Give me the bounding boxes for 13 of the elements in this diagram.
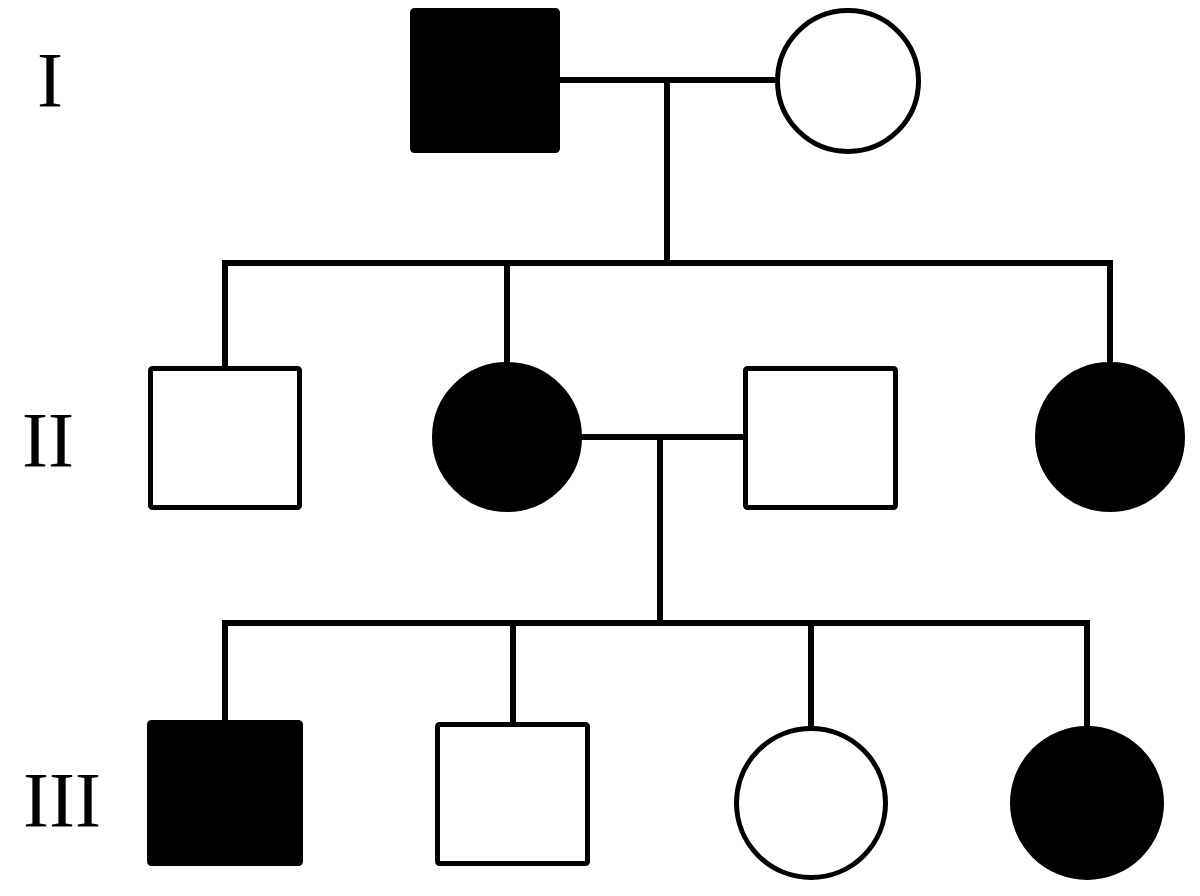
generation-label: III [23, 761, 101, 839]
generation-label: I [37, 41, 63, 119]
affected-male-symbol [410, 8, 560, 153]
affected-female-symbol [1010, 726, 1164, 880]
affected-female-symbol [432, 362, 582, 512]
unaffected-female-symbol [734, 726, 888, 880]
unaffected-female-symbol [775, 8, 921, 154]
unaffected-male-symbol [148, 366, 302, 510]
unaffected-male-symbol [435, 722, 590, 866]
unaffected-male-symbol [743, 366, 898, 510]
affected-male-symbol [147, 720, 303, 866]
affected-female-symbol [1035, 362, 1185, 512]
generation-label: II [22, 401, 74, 479]
